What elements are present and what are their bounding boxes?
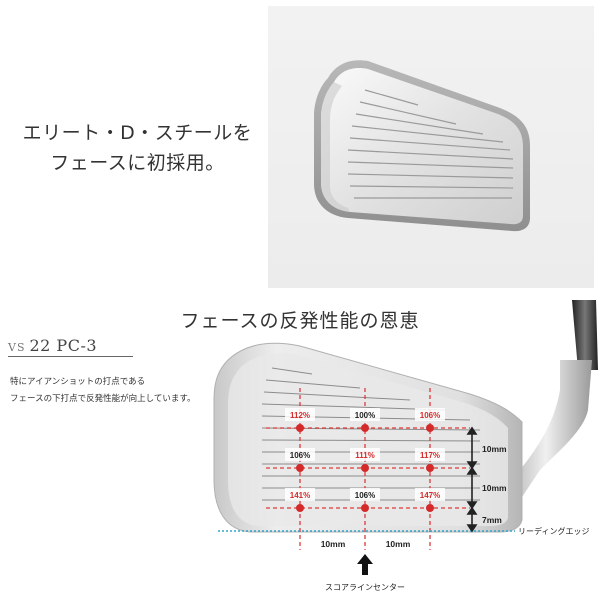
pct-label: 106% [355,491,375,500]
shaft [572,300,598,370]
grid-point [426,504,434,512]
pct-label: 117% [420,451,440,460]
leading-edge-label: リーディングエッジ [518,526,589,536]
pct-label: 147% [420,491,440,500]
description: 特にアイアンショットの打点である フェースの下打点で反発性能が向上しています。 [10,374,250,408]
grid-point [426,464,434,472]
hosel [500,360,592,505]
grid-cell-r1-c3: 106% [415,408,445,432]
grid-cell-r1-c2: 100% [350,408,380,432]
grid-points: 112% 100% 106% 106% 111% 117% [285,408,445,512]
iron-head [213,342,523,533]
grid-point [426,424,434,432]
top-caption-line-2: フェースに初採用。 [50,152,225,174]
section-title: フェースの反発性能の恩恵 [180,310,420,332]
pct-label-bg [285,408,315,421]
grid-point [296,504,304,512]
grid-point [361,464,369,472]
pct-label-bg [415,408,445,421]
top-caption: エリート・D・スチールを フェースに初採用。 [10,118,265,178]
description-line-2: フェースの下打点で反発性能が向上しています。 [10,394,196,404]
pct-label: 111% [355,451,375,460]
pct-label: 100% [355,411,375,420]
score-line-center-label: スコアラインセンター [325,583,405,592]
grid-point [361,504,369,512]
pct-label-bg [285,488,315,501]
vertical-dimension [466,426,478,533]
grid-cell-r3-c2: 106% [350,488,380,512]
pct-label-bg [350,408,380,421]
pct-label: 106% [420,411,440,420]
grid-cell-r2-c3: 117% [415,448,445,472]
grid-point [296,424,304,432]
pct-label: 141% [290,491,310,500]
dimension-bottom-gap: 7mm [482,515,502,525]
pct-label-bg [415,488,445,501]
iron-rebound-diagram: リーディングエッジ 112% 100% 106% 106% 111% [213,300,598,592]
up-arrow-icon [357,554,373,575]
top-caption-line-1: エリート・D・スチールを [22,122,253,144]
grid-cell-r2-c2: 111% [350,448,380,472]
grid-cell-r1-c1: 112% [285,408,315,432]
pct-label: 112% [290,411,310,420]
grid-cell-r3-c1: 141% [285,488,315,512]
description-line-1: 特にアイアンショットの打点である [10,377,146,387]
pct-label-bg [285,448,315,461]
dimension-col-spacing-left: 10mm [321,539,346,549]
dimension-row-spacing-1: 10mm [482,444,507,454]
pct-label: 106% [290,451,310,460]
pct-label-bg [415,448,445,461]
dimension-col-spacing-right: 10mm [386,539,411,549]
grid-point [361,424,369,432]
pct-label-bg [350,448,380,461]
iron-face-photo [268,6,594,288]
vs-prefix: VS [8,341,26,354]
grid-cell-r2-c1: 106% [285,448,315,472]
comparison-model-name: 22 PC-3 [29,336,98,355]
dimension-row-spacing-2: 10mm [482,483,507,493]
grid-point [296,464,304,472]
pct-label-bg [350,488,380,501]
iron-face-illustration [314,60,530,232]
grid-cell-r3-c3: 147% [415,488,445,512]
